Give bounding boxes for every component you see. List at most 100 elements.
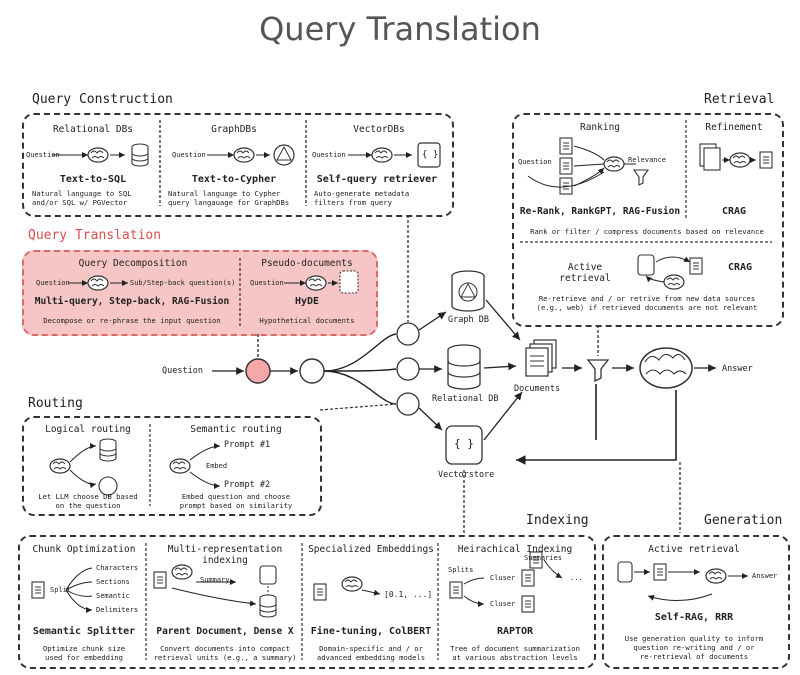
idx-chunk-head: Chunk Optimization [32, 544, 136, 555]
retrieval-active-desc-1: Re-retrieve and / or retrive from new da… [538, 294, 756, 303]
retrieval-active-head: Active retrieval [559, 262, 611, 284]
gen-main: Self-RAG, RRR [654, 612, 734, 623]
indexing-box [18, 535, 596, 669]
retrieval-ranking-question: Question [518, 158, 552, 166]
idx-hier-cluster-1: Cluser [490, 574, 516, 582]
retrieval-refinement-head: Refinement [705, 122, 763, 133]
idx-special-desc-1: Domain-specific and / or [319, 644, 423, 653]
idx-hier-dots: ... [570, 574, 583, 582]
routing-prompt-1: Prompt #1 [224, 440, 271, 450]
idx-multi-main: Parent Document, Dense X [156, 626, 294, 637]
section-routing: Routing [28, 396, 83, 411]
retrieval-refinement-main: CRAG [721, 206, 747, 217]
retrieval-ranking-head: Ranking [579, 122, 621, 133]
retrieval-ranking-main: Re-Rank, RankGPT, RAG-Fusion [519, 206, 681, 217]
idx-hier-splits: Splits [448, 566, 474, 574]
routing-semantic-head: Semantic routing [190, 424, 282, 435]
gen-head: Active retrieval [648, 544, 740, 555]
idx-multi-desc-2: retrieval units (e.g., a summary) [153, 653, 297, 662]
flow-relational-db: Relational DB [432, 394, 499, 404]
query-translation-box [22, 250, 378, 336]
section-retrieval: Retrieval [704, 92, 775, 107]
routing-semantic-desc-2: prompt based on similarity [179, 501, 293, 510]
qc-vector-main: Self-query retriever [316, 174, 438, 185]
qc-relational-desc-2: and/or SQL w/ PGVector [32, 198, 128, 207]
idx-special-desc-2: advanced embedding models [316, 653, 426, 662]
gen-answer: Answer [752, 572, 778, 580]
section-query-translation: Query Translation [28, 228, 162, 243]
idx-multi-head: Multi-representation indexing [167, 544, 283, 566]
flow-question: Question [162, 366, 203, 376]
qt-pseudo-question: Question [250, 279, 284, 287]
idx-hier-summaries: Summaries [524, 554, 562, 562]
qt-pseudo-main: HyDE [294, 296, 320, 307]
generation-box [602, 535, 790, 669]
qc-graph-head: GraphDBs [211, 124, 257, 135]
qc-graph-desc-1: Natural language to Cypher [168, 189, 281, 198]
idx-hier-head: Heirachical Indexing [457, 544, 573, 555]
page-title: Query Translation [259, 10, 541, 48]
idx-chunk-item-1: Sections [96, 578, 130, 586]
vectorstore-icon: { } [454, 437, 474, 450]
gen-desc-3: re-retrieval of documents [639, 652, 749, 661]
section-indexing: Indexing [526, 513, 589, 528]
vector-doc-icon: { } [422, 150, 439, 160]
qc-relational-head: Relational DBs [52, 124, 134, 135]
retrieval-rank-desc: Rank or filter / compress documents base… [530, 227, 764, 236]
qt-pseudo-desc: Hypothetical documents [259, 316, 355, 325]
flow-vectorstore: Vectorstore [438, 470, 495, 480]
idx-chunk-main: Semantic Splitter [32, 626, 136, 637]
idx-special-vec: [0.1, ...] [384, 590, 433, 599]
retrieval-relevance-label: Relevance [628, 156, 666, 164]
query-construction-box [22, 113, 454, 217]
idx-hier-cluster-2: Cluser [490, 600, 516, 608]
idx-hier-desc-1: Tree of document summarization [450, 644, 580, 653]
flow-answer: Answer [722, 364, 753, 374]
routing-semantic-desc-1: Embed question and choose [181, 492, 291, 501]
qt-decomp-question: Question [36, 279, 70, 287]
qt-pseudo-head: Pseudo-documents [261, 258, 353, 269]
qc-graph-desc-2: query langauage for GraphDBs [168, 198, 290, 207]
qc-relational-question: Question [26, 151, 60, 159]
retrieval-box [512, 113, 784, 327]
qc-graph-question: Question [172, 151, 206, 159]
idx-chunk-split: Split [50, 586, 72, 594]
qt-decomp-desc: Decompose or re-phrase the input questio… [43, 316, 221, 325]
idx-chunk-desc-2: used for embedding [45, 653, 123, 662]
idx-multi-summary: Summary [200, 576, 230, 584]
qt-decomp-arrow-label: Sub/Step-back question(s) [130, 279, 236, 287]
idx-hier-desc-2: at various abstraction levels [452, 653, 578, 662]
routing-embed-label: Embed [206, 462, 228, 470]
routing-logical-desc-2: on the question [55, 501, 121, 510]
gen-desc-1: Use generation quality to inform [624, 634, 764, 643]
qt-decomp-main: Multi-query, Step-back, RAG-Fusion [34, 296, 230, 307]
idx-chunk-desc-1: Optimize chunk size [42, 644, 126, 653]
flow-documents: Documents [514, 384, 561, 394]
idx-hier-main: RAPTOR [496, 626, 534, 637]
qt-decomp-head: Query Decomposition [78, 258, 188, 269]
section-generation: Generation [704, 513, 783, 528]
retrieval-active-desc-2: (e.g., web) if retrieved documents are n… [536, 303, 758, 312]
idx-multi-desc-1: Convert documents into compact [160, 644, 290, 653]
idx-special-main: Fine-tuning, ColBERT [310, 626, 432, 637]
qc-graph-main: Text-to-Cypher [191, 174, 277, 185]
idx-chunk-item-0: Characters [96, 564, 139, 572]
qc-relational-main: Text-to-SQL [59, 174, 127, 185]
qc-relational-desc-1: Natural language to SQL [32, 189, 132, 198]
idx-chunk-item-2: Semantic [96, 592, 130, 600]
qc-vector-head: VectorDBs [353, 124, 405, 135]
retrieval-active-main: CRAG [727, 262, 753, 273]
routing-prompt-2: Prompt #2 [224, 480, 271, 490]
qc-vector-desc-2: filters from query [314, 198, 392, 207]
routing-logical-head: Logical routing [45, 424, 131, 435]
routing-logical-desc-1: Let LLM choose DB based [38, 492, 138, 501]
idx-chunk-item-3: Delimiters [96, 606, 139, 614]
idx-special-head: Specialized Embeddings [308, 544, 434, 555]
routing-box [22, 416, 322, 516]
qc-vector-desc-1: Auto-generate metadata [314, 189, 410, 198]
section-query-construction: Query Construction [32, 92, 173, 107]
flow-graph-db: Graph DB [448, 315, 489, 325]
gen-desc-2: question re-writing and / or [633, 643, 755, 652]
qc-vector-question: Question [312, 151, 346, 159]
